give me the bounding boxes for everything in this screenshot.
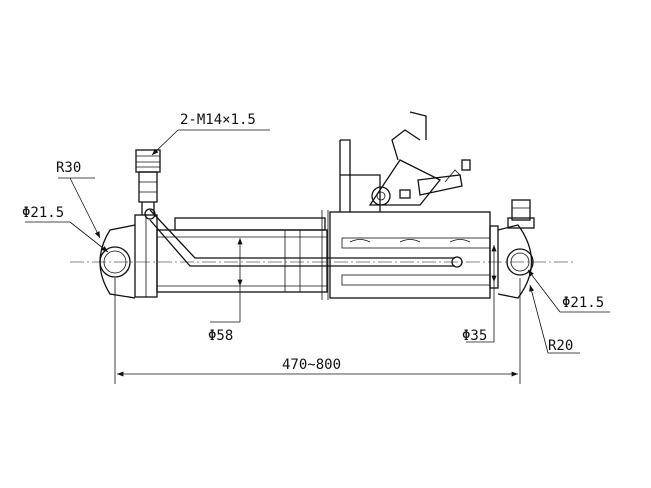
dim-length [114, 278, 521, 384]
label-radius-left: R30 [56, 160, 81, 176]
valve-bracket [339, 111, 471, 212]
cylinder-body [329, 211, 499, 299]
label-cyl-dia: Φ58 [208, 328, 233, 344]
leaders [25, 129, 610, 354]
right-clevis [497, 199, 535, 299]
hose-line [149, 209, 455, 267]
dim-cyl-dia [210, 238, 243, 323]
label-thread: 2-M14×1.5 [180, 112, 256, 128]
dim-rod-dia [466, 245, 497, 343]
label-length: 470~800 [282, 357, 341, 373]
label-rod-dia: Φ35 [462, 328, 487, 344]
left-fitting [135, 149, 161, 220]
left-clevis [99, 214, 158, 299]
label-pin-right: Φ21.5 [562, 295, 604, 311]
cylinder-barrel [156, 210, 329, 300]
label-pin-left: Φ21.5 [22, 205, 64, 221]
label-radius-right: R20 [548, 338, 573, 354]
